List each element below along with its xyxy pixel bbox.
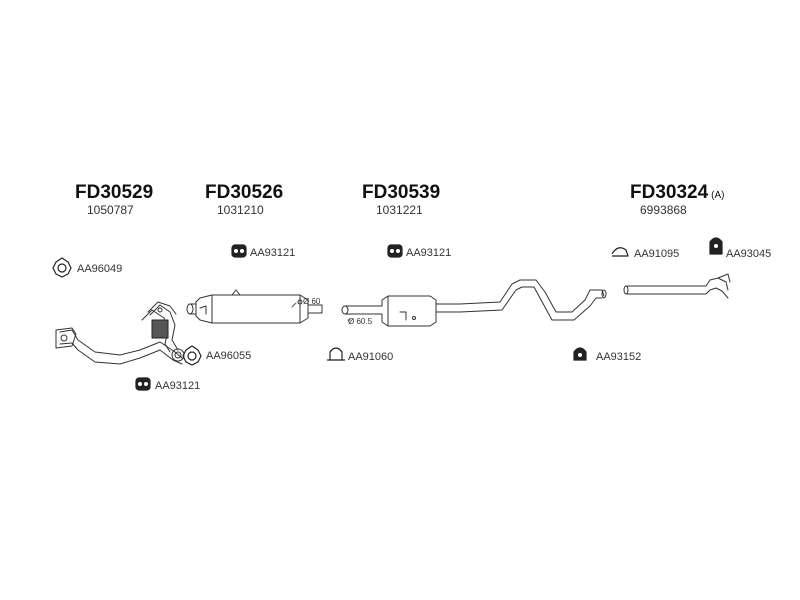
rubber-mount-icon[interactable] bbox=[387, 244, 403, 258]
rubber-mount-icon[interactable] bbox=[231, 244, 247, 258]
group-suffix: (A) bbox=[711, 190, 725, 201]
part-label-aa93121: AA93121 bbox=[155, 380, 201, 392]
tail-pipe-part[interactable] bbox=[623, 273, 731, 299]
front-pipe-part[interactable] bbox=[55, 301, 185, 365]
dimension-label: Ø 60 bbox=[303, 297, 321, 306]
part-label-aa96055: AA96055 bbox=[206, 350, 252, 362]
gasket-ring-icon[interactable] bbox=[182, 345, 202, 366]
part-label-aa91060: AA91060 bbox=[348, 351, 394, 363]
rubber-mount-icon[interactable] bbox=[135, 377, 151, 391]
clamp-icon[interactable] bbox=[611, 247, 629, 257]
group-number-fd30324: 6993868 bbox=[640, 203, 687, 217]
group-number-fd30529: 1050787 bbox=[87, 203, 134, 217]
gasket-ring-icon[interactable] bbox=[52, 257, 72, 278]
middle-silencer-part[interactable] bbox=[186, 289, 323, 324]
clamp-icon[interactable] bbox=[327, 347, 345, 361]
group-code-fd30526: FD30526 bbox=[205, 182, 284, 203]
group-code-fd30529: FD30529 bbox=[75, 182, 154, 203]
group-number-fd30526: 1031210 bbox=[217, 203, 264, 217]
group-code-fd30539: FD30539 bbox=[362, 182, 441, 203]
dimension-label: Ø 60.5 bbox=[348, 317, 373, 326]
rear-silencer-part[interactable] bbox=[341, 279, 607, 327]
part-label-aa93121: AA93121 bbox=[406, 247, 452, 259]
part-label-aa93121: AA93121 bbox=[250, 247, 296, 259]
rubber-hanger-icon[interactable] bbox=[709, 237, 723, 255]
part-label-aa93152: AA93152 bbox=[596, 351, 642, 363]
part-label-aa93045: AA93045 bbox=[726, 248, 772, 260]
part-label-aa91095: AA91095 bbox=[634, 248, 680, 260]
group-code-fd30324: FD30324(A) bbox=[630, 182, 725, 203]
group-number-fd30539: 1031221 bbox=[376, 203, 423, 217]
part-label-aa96049: AA96049 bbox=[77, 263, 123, 275]
rubber-mount-icon[interactable] bbox=[573, 347, 587, 361]
